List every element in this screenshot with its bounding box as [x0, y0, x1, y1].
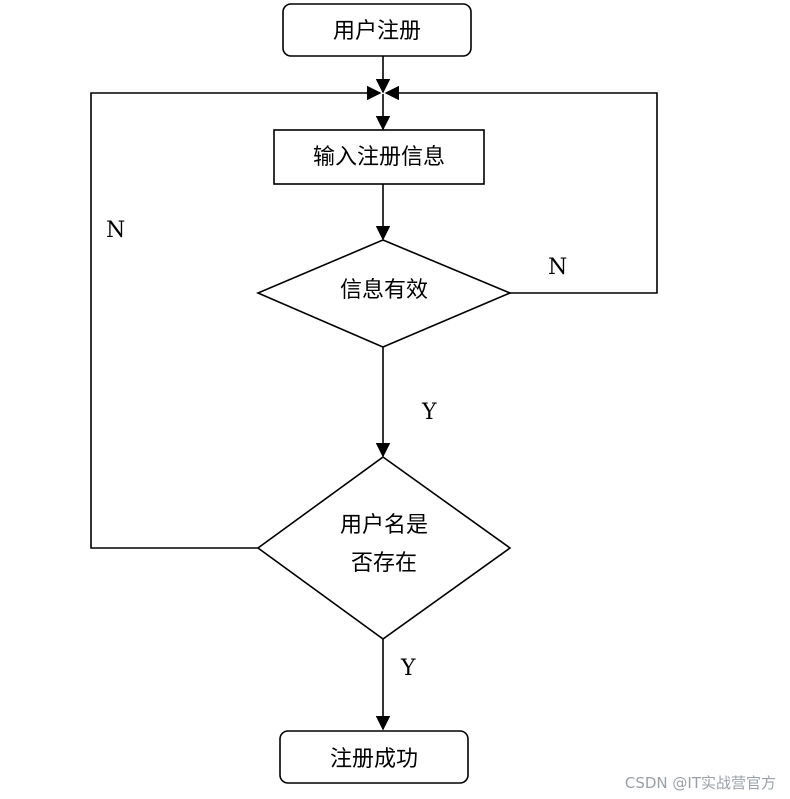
end-node-label: 注册成功 [330, 747, 418, 772]
start-node: 用户注册 [282, 3, 472, 57]
arrow-exists-no-loop [90, 85, 382, 549]
valid-yes-label: Y [421, 400, 437, 425]
watermark: CSDN @IT实战营官方 [624, 774, 776, 792]
username-exists-decision: 用户名是 否存在 [256, 456, 512, 640]
username-exists-label-line1: 用户名是 [340, 513, 428, 538]
arrow-valid-no-loop [384, 85, 658, 294]
valid-no-label: N [548, 255, 567, 280]
exists-no-label: N [106, 218, 125, 243]
input-info-node: 输入注册信息 [273, 129, 485, 185]
info-valid-label: 信息有效 [340, 278, 428, 303]
input-info-label: 输入注册信息 [313, 145, 445, 170]
end-node: 注册成功 [279, 730, 469, 784]
username-exists-label-line2: 否存在 [351, 551, 417, 576]
info-valid-decision: 信息有效 [255, 239, 513, 348]
start-node-label: 用户注册 [333, 19, 421, 44]
exists-yes-label: Y [400, 656, 416, 681]
